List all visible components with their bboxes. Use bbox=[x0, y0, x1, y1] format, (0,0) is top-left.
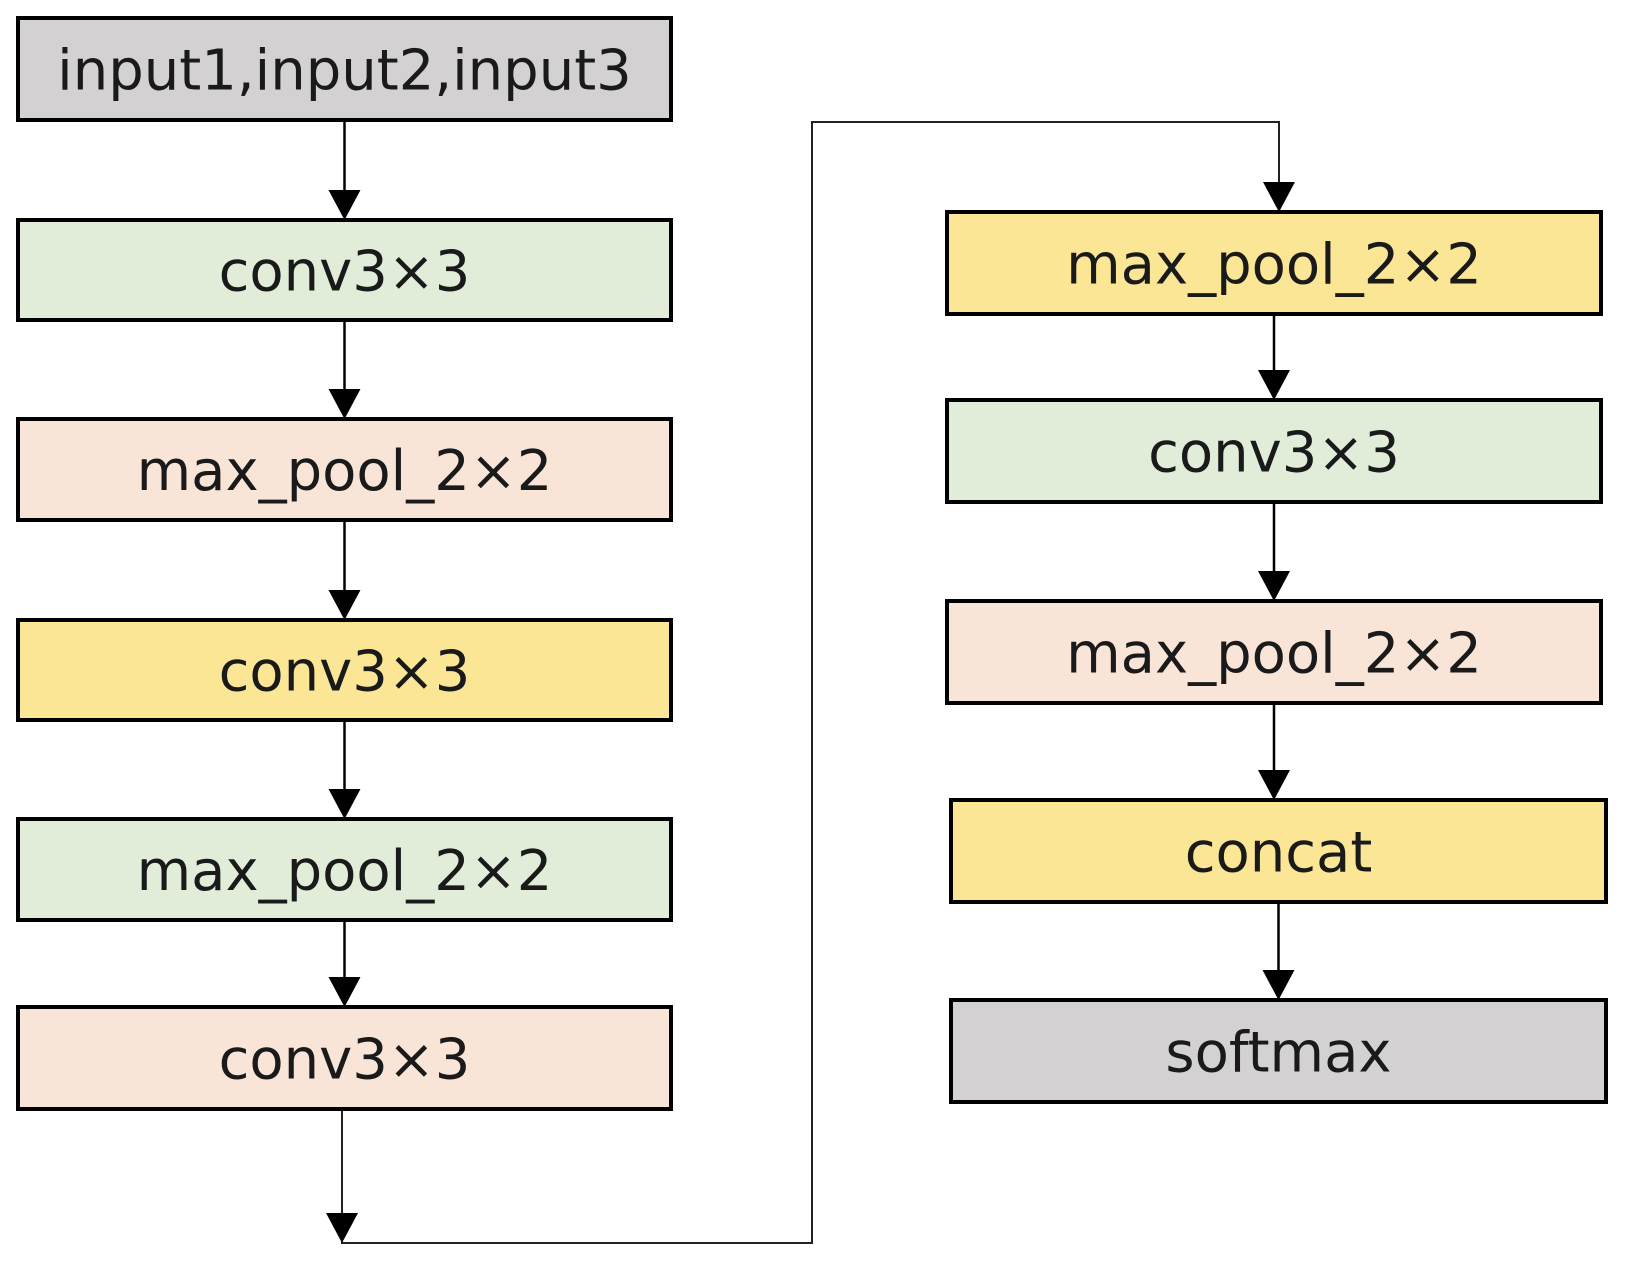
node-box-left-pool-1 bbox=[16, 417, 673, 522]
node-box-concat bbox=[949, 798, 1608, 904]
edge-concat-to-softmax-arrowhead bbox=[1262, 970, 1295, 1000]
edge-right-pool-1-to-right-conv-1-arrowhead bbox=[1258, 370, 1290, 400]
node-input: input1,input2,input3 bbox=[16, 16, 673, 122]
node-label-left-conv-3: conv3×3 bbox=[219, 1028, 471, 1093]
node-right-conv-1: conv3×3 bbox=[945, 398, 1603, 504]
edge-left-conv-3-to-right-pool-1-arrowhead-2 bbox=[1263, 182, 1295, 212]
node-box-softmax bbox=[949, 998, 1608, 1104]
node-label-left-conv-2: conv3×3 bbox=[219, 640, 471, 705]
node-right-pool-1: max_pool_2×2 bbox=[945, 210, 1603, 316]
edge-left-conv-3-to-right-pool-1-arrowhead-1 bbox=[326, 1213, 358, 1243]
node-label-left-conv-1: conv3×3 bbox=[219, 240, 471, 305]
node-label-right-pool-2: max_pool_2×2 bbox=[1066, 622, 1482, 687]
edge-left-conv-1-to-left-pool-1-arrowhead bbox=[328, 389, 361, 419]
node-box-left-conv-2 bbox=[16, 618, 673, 722]
node-box-right-conv-1 bbox=[945, 398, 1603, 504]
node-box-left-conv-1 bbox=[16, 218, 673, 322]
node-left-pool-2: max_pool_2×2 bbox=[16, 817, 673, 922]
node-left-conv-3: conv3×3 bbox=[16, 1005, 673, 1111]
node-label-right-pool-1: max_pool_2×2 bbox=[1066, 233, 1482, 298]
node-label-left-pool-2: max_pool_2×2 bbox=[137, 839, 553, 904]
node-label-input: input1,input2,input3 bbox=[57, 39, 632, 104]
node-left-conv-1: conv3×3 bbox=[16, 218, 673, 322]
node-label-right-conv-1: conv3×3 bbox=[1148, 421, 1400, 486]
edge-left-pool-2-to-left-conv-3-arrowhead bbox=[328, 977, 361, 1007]
node-box-right-pool-1 bbox=[945, 210, 1603, 316]
edge-left-pool-1-to-left-conv-2-arrowhead bbox=[328, 590, 361, 620]
node-box-left-pool-2 bbox=[16, 817, 673, 922]
node-label-left-pool-1: max_pool_2×2 bbox=[137, 439, 553, 504]
edges-layer bbox=[326, 120, 1295, 1244]
node-box-left-conv-3 bbox=[16, 1005, 673, 1111]
edge-input-to-left-conv-1-arrowhead bbox=[328, 190, 361, 220]
nodes-layer: input1,input2,input3conv3×3max_pool_2×2c… bbox=[16, 16, 1608, 1111]
node-left-conv-2: conv3×3 bbox=[16, 618, 673, 722]
edge-left-conv-2-to-left-pool-2-arrowhead bbox=[328, 789, 361, 819]
edge-right-conv-1-to-right-pool-2-arrowhead bbox=[1258, 571, 1290, 601]
node-right-pool-2: max_pool_2×2 bbox=[945, 599, 1603, 705]
node-concat: concat bbox=[949, 798, 1608, 904]
node-label-softmax: softmax bbox=[1165, 1021, 1391, 1086]
node-box-right-pool-2 bbox=[945, 599, 1603, 705]
edge-right-pool-2-to-concat-arrowhead bbox=[1258, 770, 1290, 800]
node-label-concat: concat bbox=[1185, 821, 1373, 886]
node-left-pool-1: max_pool_2×2 bbox=[16, 417, 673, 522]
node-softmax: softmax bbox=[949, 998, 1608, 1104]
node-box-input bbox=[16, 16, 673, 122]
